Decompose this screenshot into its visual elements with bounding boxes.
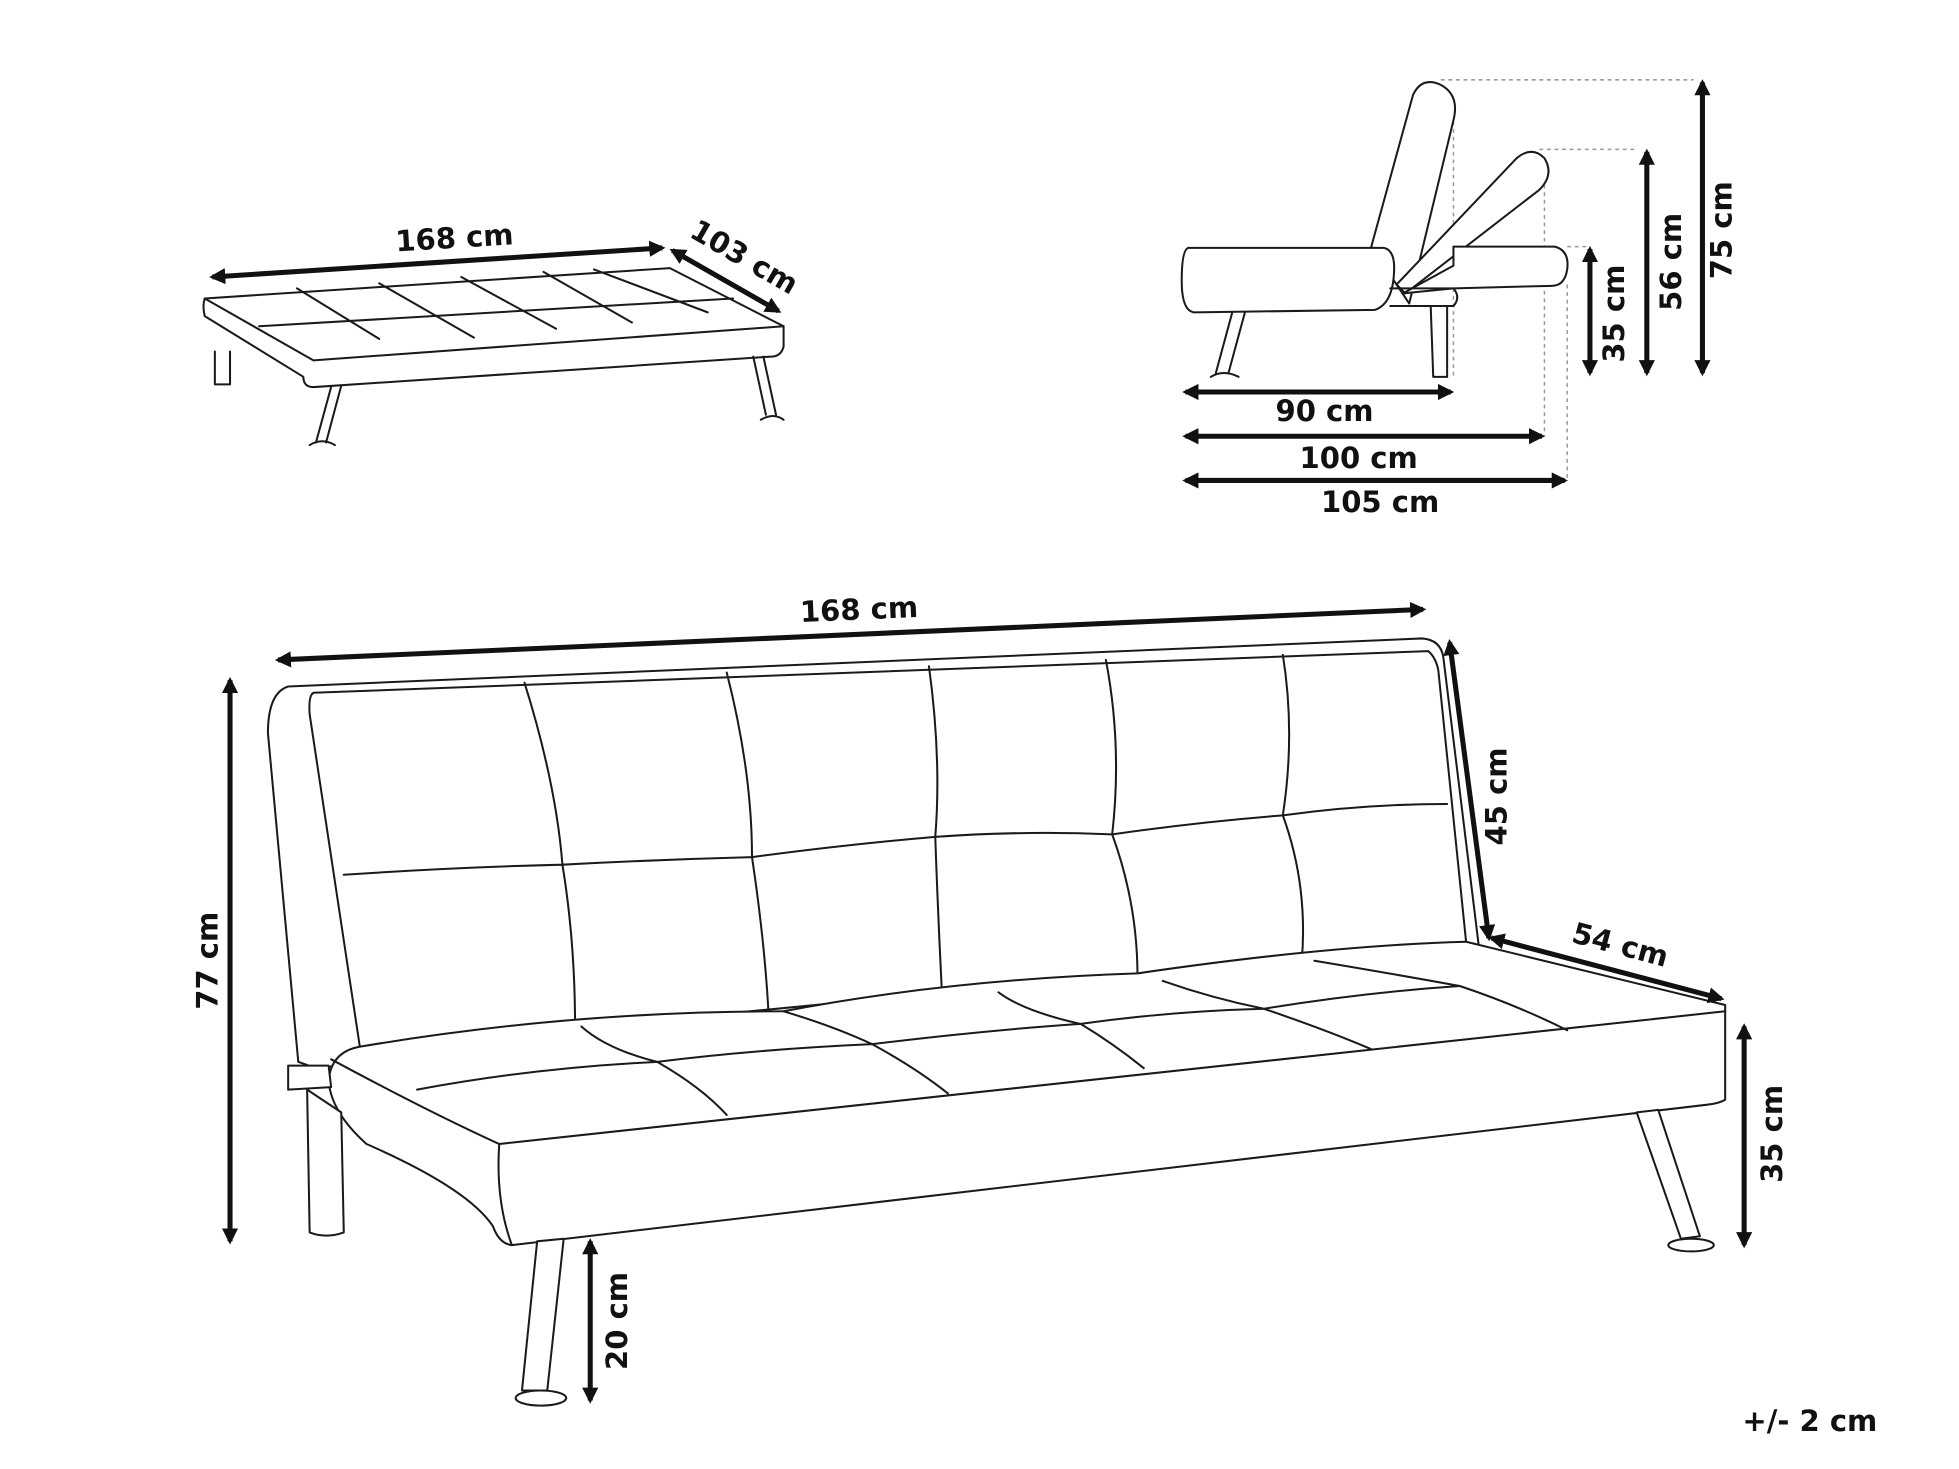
dim-arrow-back-height <box>1443 639 1496 942</box>
backrest-upright <box>1370 81 1457 305</box>
dim-arrow-seat-depth <box>1488 933 1725 1004</box>
side-leg-front <box>1209 311 1246 378</box>
bed-mode-drawing: 168 cm 103 cm <box>202 213 804 447</box>
back-height-label: 45 cm <box>1480 747 1514 845</box>
side-view-drawing: 90 cm 100 cm 105 cm 35 cm 56 cm 75 cm <box>1180 79 1739 519</box>
backrest-flat <box>1401 245 1569 295</box>
side-leg-back <box>1429 305 1449 378</box>
seat-height-label: 35 cm <box>1755 1085 1789 1183</box>
total-height-label: 77 cm <box>190 912 224 1010</box>
backrest-reclined <box>1395 150 1550 295</box>
left-armrest <box>287 1064 333 1091</box>
upright-height-label: 75 cm <box>1705 181 1739 279</box>
seat-depth-label: 90 cm <box>1276 394 1374 428</box>
dim-arrow-top-depth <box>669 248 782 314</box>
bed-height-label: 35 cm <box>1597 265 1631 363</box>
tolerance-note: +/- 2 cm <box>1742 1404 1877 1438</box>
foot-front-right <box>1667 1237 1715 1253</box>
reclined-height-label: 56 cm <box>1654 213 1688 311</box>
bed-mattress <box>202 267 785 389</box>
leg-rear-left <box>306 1088 345 1237</box>
bed-depth-label: 105 cm <box>1321 485 1439 519</box>
foot-front-left <box>514 1389 568 1407</box>
bed-leg <box>752 355 785 421</box>
leg-height-label: 20 cm <box>600 1272 634 1370</box>
front-seat-depth-label: 54 cm <box>1569 916 1672 974</box>
top-width-label: 168 cm <box>394 217 514 258</box>
seat-tufting <box>416 959 1569 1116</box>
leg-front-left <box>520 1237 565 1392</box>
dim-arrow-front-width <box>274 601 1427 668</box>
front-width-label: 168 cm <box>799 590 919 629</box>
dim-arrow-top-width <box>209 240 666 285</box>
side-seat <box>1180 246 1396 314</box>
bed-leg <box>213 350 232 386</box>
bed-leg <box>308 384 343 447</box>
sofa-front-drawing: 168 cm 77 cm 45 cm 54 cm 35 cm 20 cm <box>190 590 1789 1407</box>
backrest-tufting <box>342 653 1449 1028</box>
reclined-depth-label: 100 cm <box>1300 441 1418 475</box>
leg-front-right <box>1635 1108 1701 1240</box>
seat-cushion <box>327 940 1727 1247</box>
seat-front-edge <box>330 1010 1727 1247</box>
